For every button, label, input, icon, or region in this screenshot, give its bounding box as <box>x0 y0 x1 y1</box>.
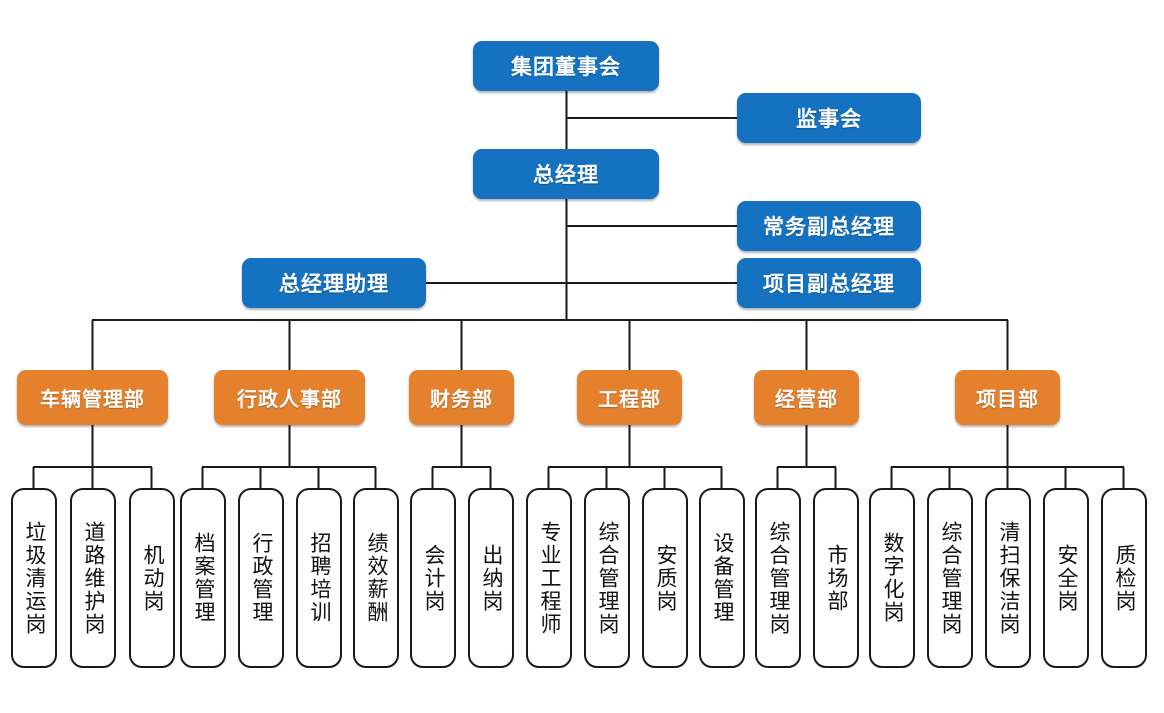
node-post-label: 清扫保洁岗 <box>997 520 1021 636</box>
node-post-performance-compensation[interactable]: 绩效薪酬 <box>353 488 399 668</box>
node-post-label: 综合管理岗 <box>939 520 963 636</box>
node-department-admin-hr[interactable]: 行政人事部 <box>214 370 365 425</box>
node-post-label: 会计岗 <box>422 543 446 613</box>
node-post-equipment-management[interactable]: 设备管理 <box>699 488 745 668</box>
node-post-label: 综合管理岗 <box>767 520 791 636</box>
node-project-deputy-gm-label: 项目副总经理 <box>763 273 895 296</box>
node-board[interactable]: 集团董事会 <box>473 41 659 91</box>
node-post-professional-engineer[interactable]: 专业工程师 <box>526 488 572 668</box>
node-post-label: 安质岗 <box>654 543 678 613</box>
node-post-digitalization[interactable]: 数字化岗 <box>869 488 915 668</box>
node-post-operations-general-management[interactable]: 综合管理岗 <box>755 488 801 668</box>
node-department-engineering[interactable]: 工程部 <box>577 370 682 425</box>
node-post-label: 综合管理岗 <box>596 520 620 636</box>
node-post-label: 垃圾清运岗 <box>23 520 47 636</box>
node-executive-deputy-gm-label: 常务副总经理 <box>763 216 895 239</box>
node-post-safety[interactable]: 安全岗 <box>1043 488 1089 668</box>
node-post-label: 行政管理 <box>250 532 274 624</box>
node-post-label: 机动岗 <box>141 543 165 613</box>
node-post-cleaning-sanitation[interactable]: 清扫保洁岗 <box>985 488 1031 668</box>
node-department-finance[interactable]: 财务部 <box>409 370 514 425</box>
node-supervisory-board[interactable]: 监事会 <box>737 93 921 143</box>
node-post-label: 市场部 <box>825 543 849 613</box>
node-general-manager[interactable]: 总经理 <box>473 149 659 199</box>
node-department-vehicle-management[interactable]: 车辆管理部 <box>17 370 168 425</box>
node-department-label: 项目部 <box>976 389 1039 411</box>
node-general-manager-label: 总经理 <box>533 164 599 187</box>
node-post-waste-transport[interactable]: 垃圾清运岗 <box>11 488 57 668</box>
node-project-deputy-gm[interactable]: 项目副总经理 <box>737 258 921 308</box>
node-post-label: 数字化岗 <box>881 532 905 624</box>
node-department-project[interactable]: 项目部 <box>955 370 1060 425</box>
node-post-label: 出纳岗 <box>480 543 504 613</box>
node-department-label: 财务部 <box>430 389 493 411</box>
node-department-label: 经营部 <box>775 389 838 411</box>
node-post-road-maintenance[interactable]: 道路维护岗 <box>70 488 116 668</box>
node-executive-deputy-gm[interactable]: 常务副总经理 <box>737 201 921 251</box>
node-post-quality-inspection[interactable]: 质检岗 <box>1101 488 1147 668</box>
node-gm-assistant-label: 总经理助理 <box>279 273 389 296</box>
node-department-label: 车辆管理部 <box>40 389 145 411</box>
node-post-accounting[interactable]: 会计岗 <box>410 488 456 668</box>
node-department-operations[interactable]: 经营部 <box>754 370 859 425</box>
node-post-safety-quality[interactable]: 安质岗 <box>642 488 688 668</box>
node-post-engineering-general-management[interactable]: 综合管理岗 <box>584 488 630 668</box>
node-post-label: 安全岗 <box>1055 543 1079 613</box>
node-gm-assistant[interactable]: 总经理助理 <box>242 258 426 308</box>
node-post-flexible-duty[interactable]: 机动岗 <box>129 488 175 668</box>
node-post-label: 档案管理 <box>192 532 216 624</box>
node-post-records-management[interactable]: 档案管理 <box>180 488 226 668</box>
node-post-label: 设备管理 <box>711 532 735 624</box>
node-post-label: 质检岗 <box>1113 543 1137 613</box>
node-department-label: 行政人事部 <box>237 389 342 411</box>
node-post-cashier[interactable]: 出纳岗 <box>468 488 514 668</box>
node-post-label: 招聘培训 <box>308 532 332 624</box>
node-supervisory-board-label: 监事会 <box>796 108 862 131</box>
node-post-marketing[interactable]: 市场部 <box>813 488 859 668</box>
node-department-label: 工程部 <box>598 389 661 411</box>
node-post-project-general-management[interactable]: 综合管理岗 <box>927 488 973 668</box>
node-post-label: 专业工程师 <box>538 520 562 636</box>
node-post-administration-management[interactable]: 行政管理 <box>238 488 284 668</box>
node-board-label: 集团董事会 <box>511 56 621 79</box>
node-post-label: 道路维护岗 <box>82 520 106 636</box>
node-post-recruitment-training[interactable]: 招聘培训 <box>296 488 342 668</box>
node-post-label: 绩效薪酬 <box>365 532 389 624</box>
